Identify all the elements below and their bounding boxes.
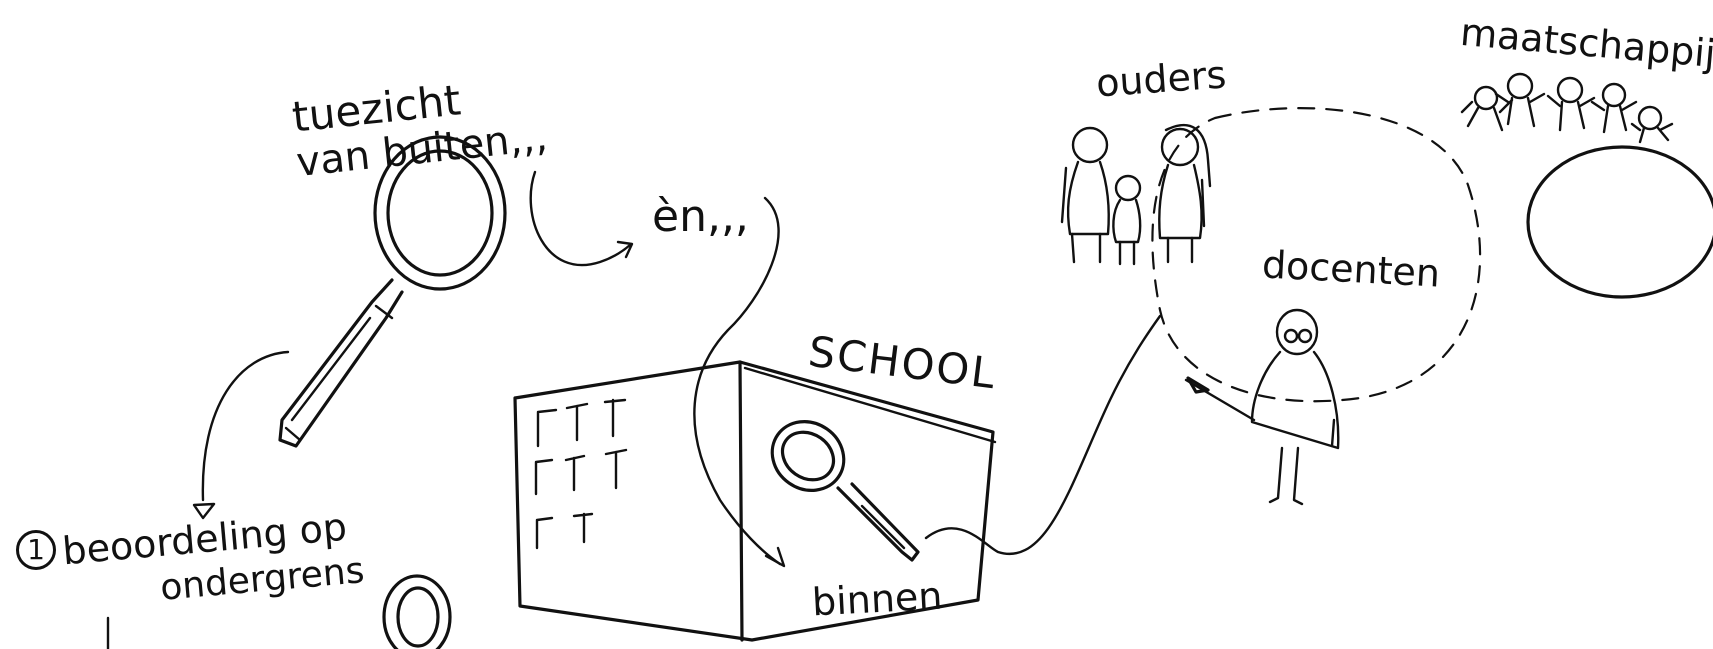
arrow-tuezicht-to-en — [529, 170, 632, 267]
label-en: èn,,, — [652, 191, 749, 242]
magnifying-glass-school-icon — [770, 420, 920, 562]
school-building-icon — [513, 360, 997, 642]
label-binnen: binnen — [810, 573, 944, 625]
stakeholder-ring — [1151, 107, 1482, 403]
connector-school-to-docenten — [924, 314, 1162, 556]
parents-figures-icon — [1060, 124, 1212, 266]
label-docenten: docenten — [1260, 242, 1442, 296]
teacher-figure-icon — [1184, 308, 1340, 506]
magnifying-glass-small-icon — [382, 574, 452, 649]
arrow-to-beoordeling — [201, 350, 290, 502]
globe-icon — [1526, 145, 1713, 299]
label-beoordeling-number: 1 — [16, 530, 56, 570]
magnifying-glass-large-icon — [278, 135, 507, 448]
arrow-en-to-binnen — [693, 196, 782, 566]
crowd-icon — [1460, 72, 1674, 144]
label-ouders: ouders — [1094, 52, 1228, 106]
